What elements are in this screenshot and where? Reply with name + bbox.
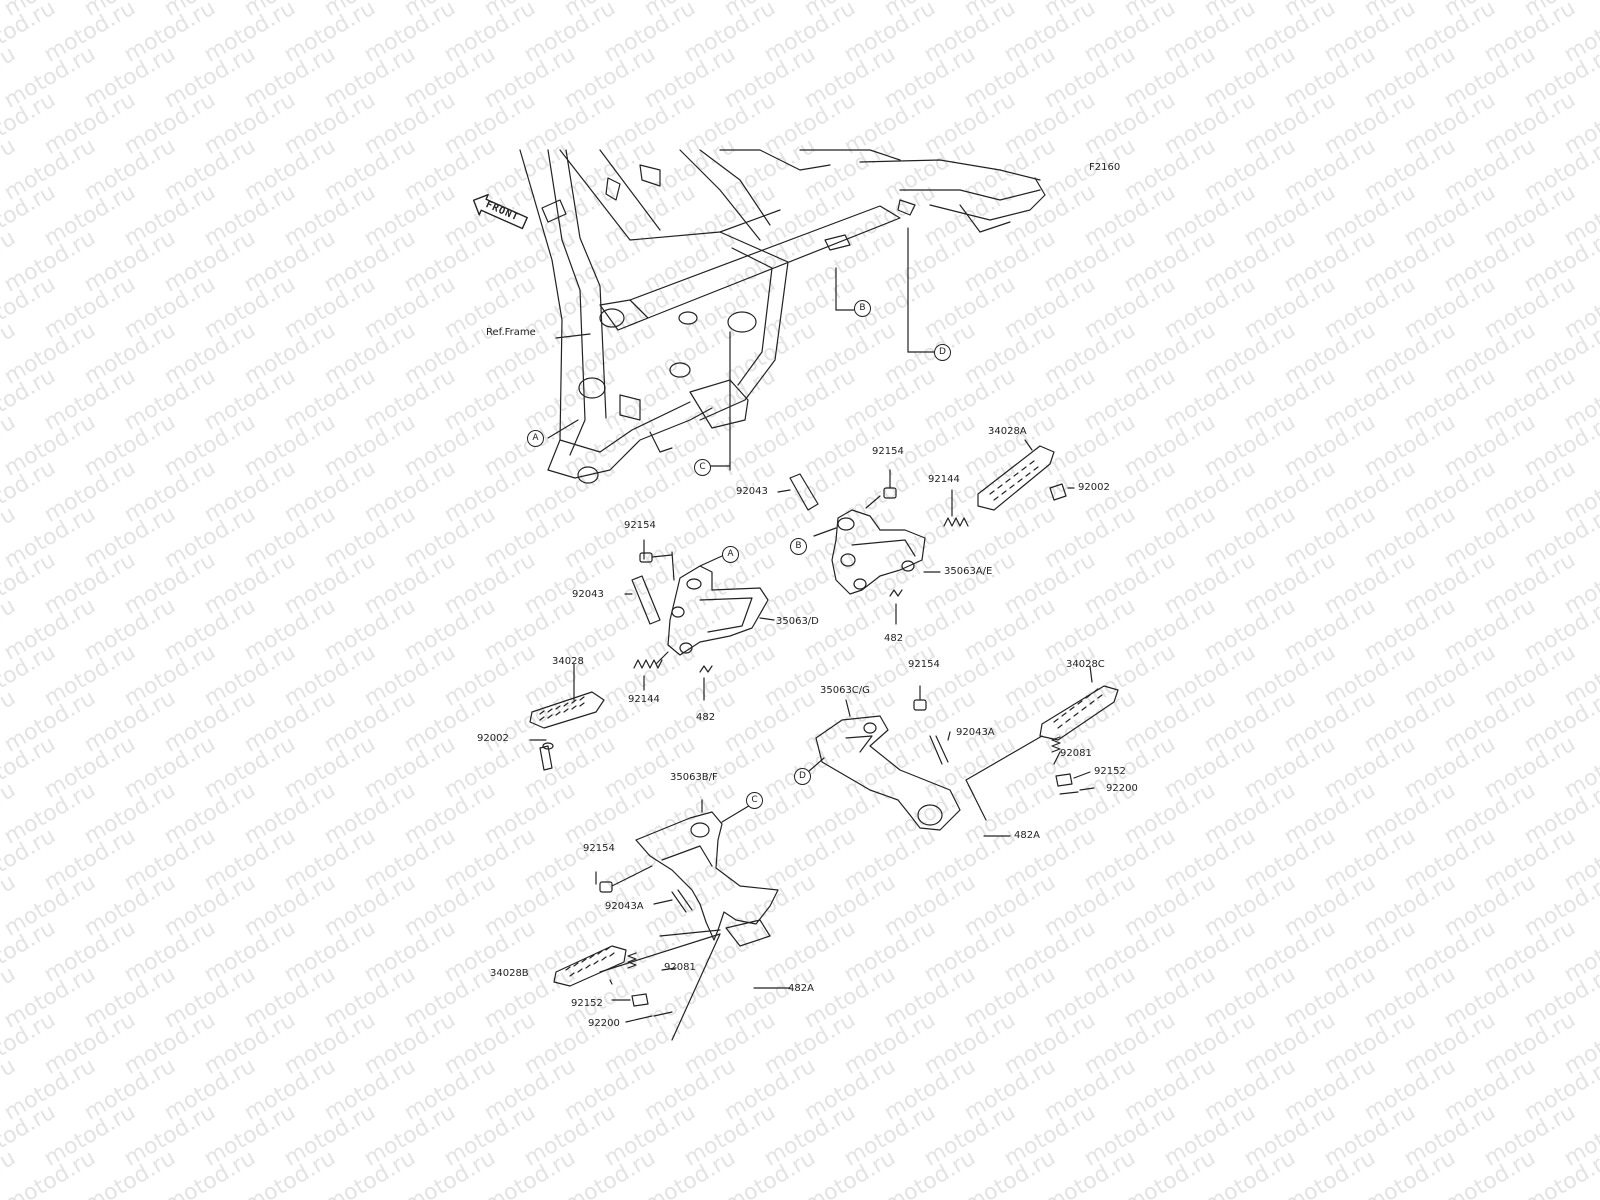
part-label-92154-right-front: 92154 [872,446,904,457]
marker-b-frame: B [854,300,871,317]
left-front-footrest-bracket [529,539,775,771]
part-label-34028: 34028 [552,656,584,667]
part-label-482a-right-rear: 482A [1014,830,1040,841]
part-label-34028b: 34028B [490,968,529,979]
part-label-35063cg: 35063C/G [820,685,870,696]
part-label-482a-left-rear: 482A [788,983,814,994]
right-front-footrest-bracket [777,439,1075,625]
part-label-92043a-left-rear: 92043A [605,901,644,912]
front-direction-arrow: FRONT [467,188,531,235]
part-label-35063d: 35063/D [776,616,819,627]
part-label-92152-right-rear: 92152 [1094,766,1126,777]
part-label-92144-left-front: 92144 [628,694,660,705]
part-label-92081-right-rear: 92081 [1060,748,1092,759]
part-label-92154-right-rear: 92154 [908,659,940,670]
part-label-92144-right-front: 92144 [928,474,960,485]
marker-a-bracket: A [722,546,739,563]
ref-frame-label: Ref.Frame [486,327,536,338]
marker-d-bracket: D [794,768,811,785]
frame-drawing [519,149,1046,484]
part-label-92081-left-rear: 92081 [664,962,696,973]
right-rear-footrest-bracket [807,665,1119,837]
part-label-482-left-front: 482 [696,712,716,723]
marker-c-frame: C [694,459,711,476]
part-label-92200-left-rear: 92200 [588,1018,620,1029]
part-label-92152-left-rear: 92152 [571,998,603,1009]
marker-d-frame: D [934,344,951,361]
part-label-92043-right-front: 92043 [736,486,768,497]
part-label-92043-left-front: 92043 [572,589,604,600]
part-label-92043a-right-rear: 92043A [956,727,995,738]
part-label-92002-right-front: 92002 [1078,482,1110,493]
part-label-35063bf: 35063B/F [670,772,718,783]
part-label-35063ae: 35063A/E [944,566,993,577]
part-label-34028c: 34028C [1066,659,1105,670]
diagram-code: F2160 [1089,162,1121,173]
part-label-92154-left-rear: 92154 [583,843,615,854]
marker-b-bracket: B [790,538,807,555]
part-label-92200-right-rear: 92200 [1106,783,1138,794]
part-label-34028a: 34028A [988,426,1027,437]
part-label-92154-left-front: 92154 [624,520,656,531]
part-label-482-right-front: 482 [884,633,904,644]
left-rear-footrest-bracket [553,799,791,1041]
marker-a-frame: A [527,430,544,447]
part-label-92002-left-front: 92002 [477,733,509,744]
marker-c-bracket: C [746,792,763,809]
